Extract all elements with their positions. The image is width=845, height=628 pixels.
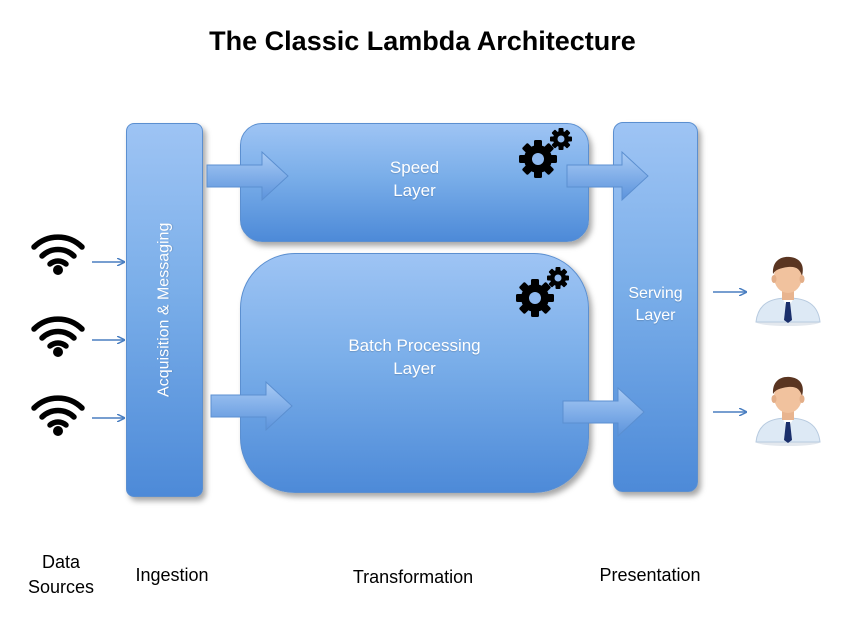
serving-layer-box: Serving Layer — [613, 122, 698, 492]
gears-icon — [516, 267, 569, 317]
ingestion-layer-box: Acquisition & Messaging — [126, 123, 203, 497]
batch-layer-label: Batch Processing Layer — [348, 336, 481, 378]
speed-layer-box: Speed Layer — [240, 123, 589, 242]
user-icon — [755, 376, 821, 446]
ingestion-layer-label: Acquisition & Messaging — [155, 222, 173, 398]
wifi-icon — [31, 395, 85, 436]
serving-layer-label: Serving Layer — [628, 285, 683, 324]
stage-label-ingestion: Ingestion — [135, 565, 209, 585]
stage-label-presentation: Presentation — [599, 565, 701, 585]
stage-label-transformation: Transformation — [352, 567, 474, 587]
batch-layer-box: Batch Processing Layer — [240, 253, 589, 493]
user-icon — [755, 256, 821, 326]
stage-label-data-sources: Data Sources — [27, 552, 95, 598]
wifi-icon — [31, 316, 85, 357]
diagram-title: The Classic Lambda Architecture — [209, 26, 636, 56]
wifi-icon — [31, 234, 85, 275]
speed-layer-label: Speed Layer — [389, 157, 440, 200]
gears-icon — [519, 128, 572, 178]
